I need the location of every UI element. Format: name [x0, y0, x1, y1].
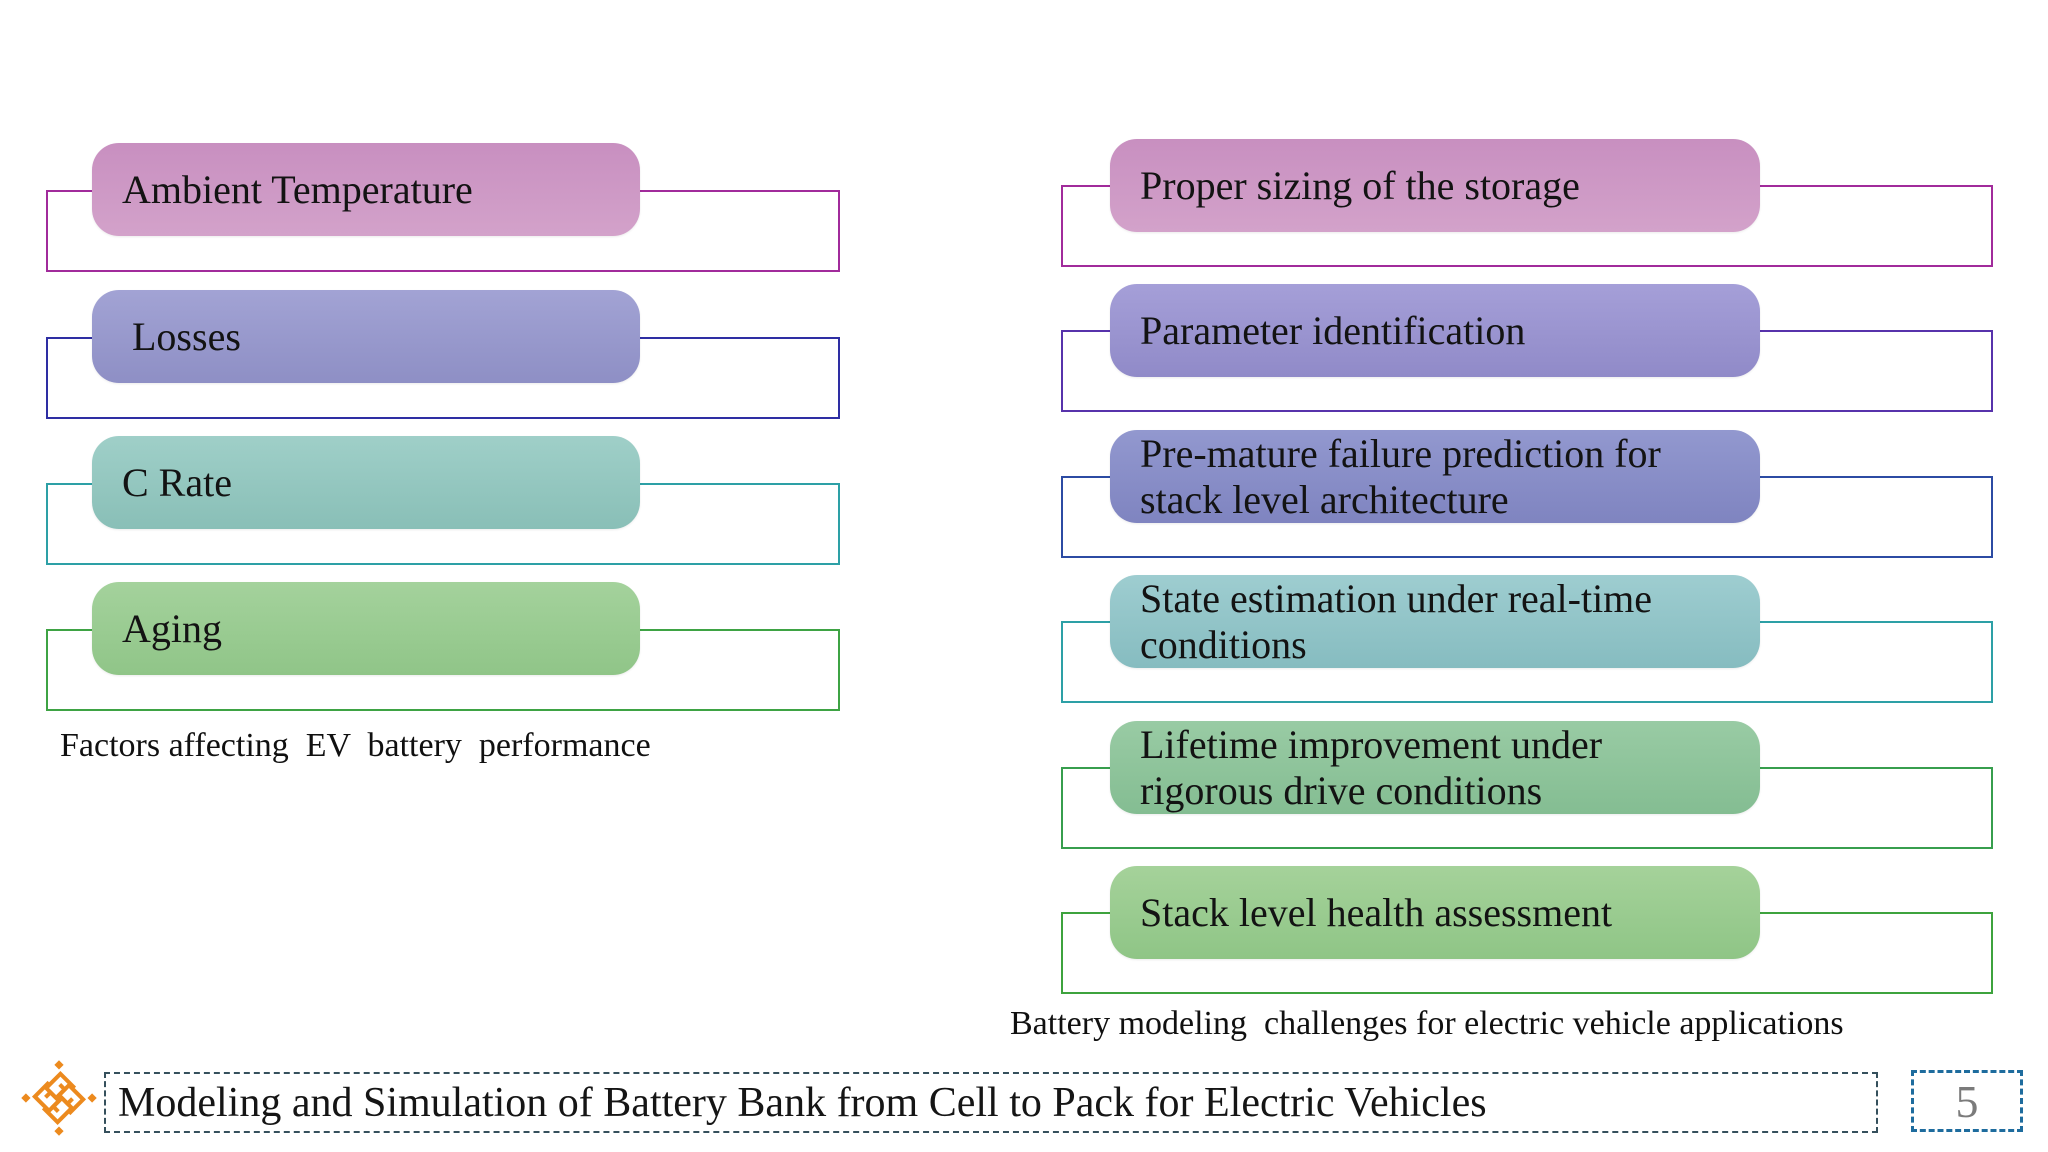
item-label: Pre-mature failure prediction for stack … [1140, 430, 1671, 522]
item-box: Pre-mature failure prediction for stack … [1110, 430, 1760, 523]
list-item: Pre-mature failure prediction for stack … [1061, 430, 1993, 560]
slide-footer-title-box: Modeling and Simulation of Battery Bank … [104, 1072, 1878, 1133]
item-label: Aging [122, 605, 222, 651]
item-box: Lifetime improvement under rigorous driv… [1110, 721, 1760, 814]
page-number: 5 [1955, 1075, 1979, 1127]
item-box: Parameter identification [1110, 284, 1760, 377]
list-item: Losses [46, 290, 840, 420]
item-label: Lifetime improvement under rigorous driv… [1140, 721, 1613, 813]
list-item: Aging [46, 582, 840, 712]
list-item: C Rate [46, 436, 840, 566]
list-item: Lifetime improvement under rigorous driv… [1061, 721, 1993, 851]
item-box: State estimation under real-time conditi… [1110, 575, 1760, 668]
slide-footer-title: Modeling and Simulation of Battery Bank … [118, 1079, 1487, 1126]
item-box: Proper sizing of the storage [1110, 139, 1760, 232]
list-item: State estimation under real-time conditi… [1061, 575, 1993, 705]
item-box: C Rate [92, 436, 640, 529]
item-label: Losses [122, 313, 241, 359]
page-number-box: 5 [1911, 1070, 2023, 1132]
item-label: C Rate [122, 459, 232, 505]
left-list-caption: Factors affecting EV battery performance [60, 727, 651, 764]
item-label: State estimation under real-time conditi… [1140, 575, 1663, 667]
item-box: Aging [92, 582, 640, 675]
item-label: Proper sizing of the storage [1140, 162, 1580, 208]
item-box: Losses [92, 290, 640, 383]
item-label: Ambient Temperature [122, 166, 473, 212]
list-item: Ambient Temperature [46, 143, 840, 273]
list-item: Parameter identification [1061, 284, 1993, 414]
list-item: Stack level health assessment [1061, 866, 1993, 996]
item-box: Stack level health assessment [1110, 866, 1760, 959]
right-list-caption: Battery modeling challenges for electric… [1010, 1005, 1844, 1042]
item-label: Stack level health assessment [1140, 889, 1613, 935]
knot-logo-icon [21, 1060, 97, 1136]
list-item: Proper sizing of the storage [1061, 139, 1993, 269]
item-box: Ambient Temperature [92, 143, 640, 236]
item-label: Parameter identification [1140, 307, 1526, 353]
